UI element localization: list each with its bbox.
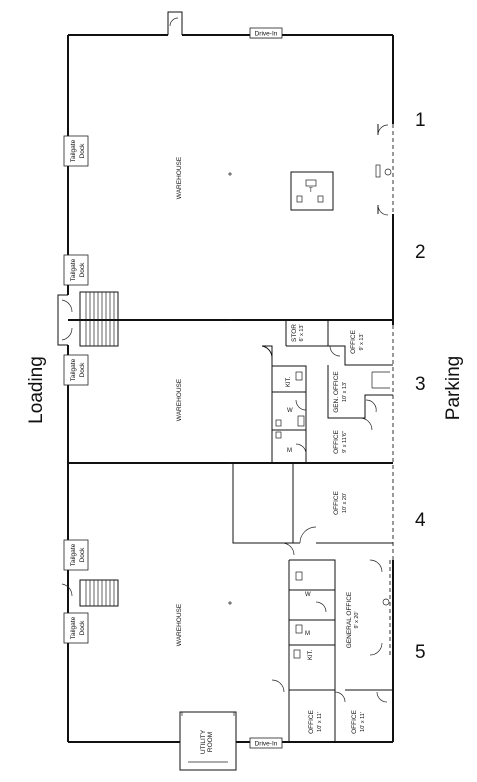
svg-text:Tailgate: Tailgate [70,258,77,281]
drive-in-label-top: Drive-In [255,31,278,38]
tailgate-dock-5: Tailgate Dock [63,612,89,644]
svg-text:GENERAL OFFICE: GENERAL OFFICE [346,591,353,648]
room-label: ROOM [207,732,214,752]
tailgate-dock-2: Tailgate Dock [63,254,89,286]
svg-text:GEN. OFFICE: GEN. OFFICE [333,371,340,413]
svg-text:M: M [305,631,310,637]
unit-3-offices: STOR 6' x 13' OFFICE 9' x 13' GEN. OFFIC… [261,320,393,463]
svg-text:Dock: Dock [79,620,86,636]
svg-text:Tailgate: Tailgate [70,358,77,381]
warehouse-label-1: WAREHOUSE [176,156,183,199]
storefront-door-1 [375,124,392,216]
tailgate-dock-4: Tailgate Dock [63,539,89,571]
svg-text:Tailgate: Tailgate [70,139,77,162]
svg-text:9' x 13': 9' x 13' [359,333,365,350]
svg-text:OFFICE: OFFICE [308,709,315,733]
unit-number-1: 1 [415,110,426,131]
unit-number-5: 5 [415,642,426,663]
utility-room: UTILITY ROOM [179,711,237,771]
svg-text:9' x 11'6": 9' x 11'6" [342,431,348,453]
drive-in-label-bottom: Drive-In [255,741,278,748]
top-entrance [167,11,183,35]
svg-text:10' x 11': 10' x 11' [360,712,366,732]
svg-text:STOR: STOR [291,324,298,342]
tailgate-dock-3: Tailgate Dock [63,354,89,386]
stairs-lower [61,579,119,607]
svg-text:OFFICE: OFFICE [350,329,357,353]
unit-5-offices: W M KIT. GENERAL OFFICE 9' x 20' OFFICE … [271,559,393,742]
center-marks [228,172,232,605]
svg-text:M: M [287,448,292,454]
svg-text:Dock: Dock [79,262,86,278]
svg-text:OFFICE: OFFICE [333,490,340,514]
tailgate-dock-1: Tailgate Dock [63,135,89,167]
parking-label: Parking [443,356,464,420]
stairs-upper [57,291,119,347]
svg-text:T: T [309,188,313,194]
svg-text:10' x 11': 10' x 11' [317,712,323,732]
utility-label: UTILITY [200,729,207,754]
svg-text:Tailgate: Tailgate [70,616,77,639]
unit-number-2: 2 [415,242,426,263]
svg-text:Dock: Dock [79,143,86,159]
restroom-top: T [290,171,334,211]
warehouse-label-3: WAREHOUSE [176,378,183,421]
unit-number-3: 3 [415,374,426,395]
svg-text:6' x 13': 6' x 13' [299,324,305,341]
svg-text:Dock: Dock [79,547,86,563]
svg-text:OFFICE: OFFICE [351,709,358,733]
drive-in-door-top: Drive-In [249,27,283,39]
svg-text:OFFICE: OFFICE [333,429,340,453]
svg-text:10' x 20': 10' x 20' [342,493,348,513]
svg-text:KIT.: KIT. [286,377,292,388]
loading-label: Loading [26,356,47,424]
svg-text:W: W [305,592,311,598]
svg-text:Tailgate: Tailgate [70,543,77,566]
unit-4-offices: OFFICE 10' x 20' [232,463,393,556]
warehouse-label-5: WAREHOUSE [176,603,183,646]
drive-in-door-bottom: Drive-In [249,737,283,749]
svg-text:W: W [287,408,293,414]
svg-text:9' x 20': 9' x 20' [354,611,360,628]
svg-text:KIT.: KIT. [308,650,314,661]
svg-text:Dock: Dock [79,362,86,378]
svg-text:10' x 13': 10' x 13' [342,382,348,402]
unit-number-4: 4 [415,510,426,531]
